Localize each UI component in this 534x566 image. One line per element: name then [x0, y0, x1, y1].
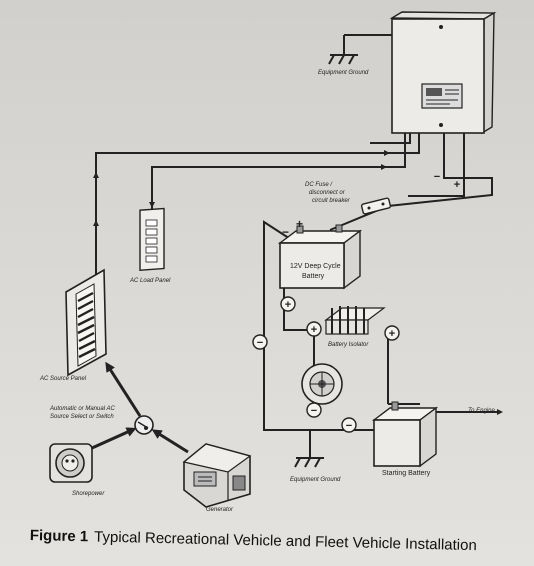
source-arrows	[91, 361, 189, 454]
dc-wiring	[263, 133, 500, 458]
terminal-minus-1-sign: −	[257, 337, 263, 349]
starting-battery-label: Starting Battery	[382, 470, 431, 477]
terminal-minus-2	[306, 402, 322, 418]
ac-source-panel	[65, 268, 107, 377]
terminal-minus-1	[252, 334, 268, 350]
equipment-ground-bottom-symbol	[294, 457, 324, 468]
source-select-switch	[134, 415, 154, 435]
inverter-charger-unit	[389, 11, 497, 135]
terminal-plus-3-sign: +	[389, 328, 395, 340]
dc-fuse-label-line1: DC Fuse /	[305, 182, 333, 188]
terminal-plus-1-sign: +	[285, 299, 291, 311]
source-select-label-line2: Source Select or Switch	[50, 414, 114, 420]
terminal-plus-1	[280, 296, 296, 312]
dc-fuse-label-line3: circuit breaker	[312, 198, 350, 204]
generator-label: Generator	[206, 507, 234, 513]
shorepower-outlet	[49, 443, 93, 483]
deep-cycle-label-line2: Battery	[302, 273, 325, 280]
alternator	[301, 363, 343, 405]
ac-load-panel-label: AC Load Panel	[130, 278, 171, 284]
terminal-minus-3	[341, 417, 357, 433]
source-select-label-line1: Automatic or Manual AC	[50, 406, 115, 412]
equipment-ground-bottom-label: Equipment Ground	[290, 477, 341, 483]
terminal-minus-2-sign: −	[311, 405, 317, 417]
generator	[182, 443, 252, 508]
starting-battery	[371, 401, 439, 468]
battery-isolator-label: Battery Isolator	[328, 342, 369, 348]
equipment-ground-top-label: Equipment Ground	[318, 70, 369, 76]
deep-cycle-label-line1: 12V Deep Cycle	[290, 263, 341, 270]
deep-cycle-plus-sign: +	[296, 217, 303, 231]
ac-load-panel	[139, 207, 165, 271]
inverter-minus-sign: −	[434, 171, 440, 183]
terminal-plus-3	[384, 325, 400, 341]
deep-cycle-minus-sign: −	[282, 225, 289, 239]
dc-fuse	[360, 197, 392, 215]
figure-number: Figure 1	[29, 527, 89, 546]
deep-cycle-battery	[277, 224, 363, 290]
equipment-ground-top-symbol	[328, 34, 393, 65]
ac-source-panel-label: AC Source Panel	[40, 376, 87, 382]
inverter-plus-sign: +	[454, 179, 460, 191]
dc-fuse-label-line2: disconnect or	[309, 190, 345, 196]
shorepower-label: Shorepower	[72, 491, 105, 497]
battery-isolator	[324, 306, 386, 335]
terminal-plus-2-sign: +	[311, 324, 317, 336]
terminal-minus-3-sign: −	[346, 420, 352, 432]
to-engine-label: To Engine	[468, 408, 495, 414]
terminal-plus-2	[306, 321, 322, 337]
